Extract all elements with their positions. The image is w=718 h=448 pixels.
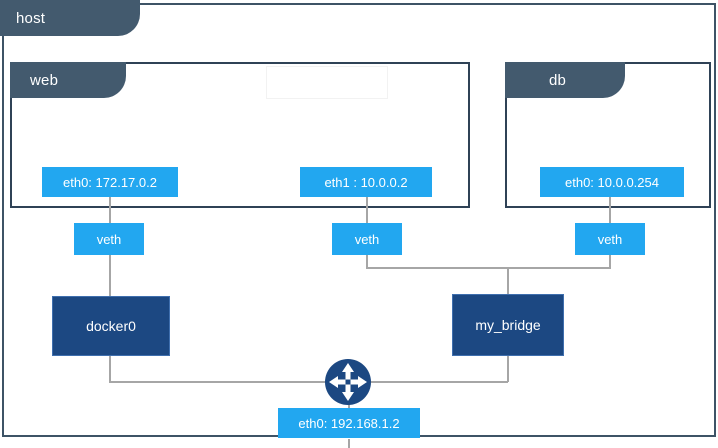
veth-label-1: veth (96, 231, 122, 247)
container-tab-db-label: db (549, 71, 567, 89)
container-tab-web-label: web (30, 71, 59, 89)
interface-node-eth1-web[interactable]: eth1 : 10.0.0.2 (300, 167, 432, 197)
bridge-label-docker0: docker0 (86, 318, 136, 334)
interface-node-eth0-web[interactable]: eth0: 172.17.0.2 (42, 167, 178, 197)
connector-veth1-docker0 (109, 255, 111, 296)
veth-label-3: veth (597, 231, 623, 247)
connector-eth0host-downlink (348, 439, 350, 448)
host-tab[interactable]: host (0, 0, 140, 36)
veth-label-2: veth (354, 231, 380, 247)
connector-docker0-bottombus (109, 356, 111, 382)
interface-node-eth0-db[interactable]: eth0: 10.0.0.254 (540, 167, 684, 197)
bridge-label-my-bridge: my_bridge (475, 317, 541, 333)
interface-label-eth0-web: eth0: 172.17.0.2 (63, 174, 157, 190)
connector-bus-down-mybridge (507, 267, 509, 295)
connector-mybridge-bottombus (507, 356, 509, 382)
connector-eth1web-veth2 (366, 197, 368, 223)
connector-veth2-bus (366, 255, 368, 269)
connector-eth0db-veth3 (609, 197, 611, 223)
router-icon[interactable] (324, 358, 372, 406)
container-tab-web[interactable]: web (10, 62, 126, 98)
web-placeholder-rect (266, 66, 388, 99)
connector-eth0web-veth1 (109, 197, 111, 223)
interface-label-eth0-host: eth0: 192.168.1.2 (298, 415, 400, 431)
interface-label-eth0-db: eth0: 10.0.0.254 (565, 174, 659, 190)
container-tab-db[interactable]: db (505, 62, 625, 98)
veth-node-1[interactable]: veth (74, 223, 144, 255)
interface-node-eth0-host[interactable]: eth0: 192.168.1.2 (278, 408, 420, 438)
bridge-node-my-bridge[interactable]: my_bridge (452, 294, 564, 356)
host-tab-label: host (16, 9, 46, 27)
bridge-node-docker0[interactable]: docker0 (52, 296, 170, 356)
interface-label-eth1-web: eth1 : 10.0.0.2 (324, 174, 408, 190)
veth-node-2[interactable]: veth (332, 223, 402, 255)
connector-bottom-bus (109, 381, 508, 383)
connector-veth3-bus (609, 255, 611, 269)
connector-bus-mybridge (366, 267, 611, 269)
veth-node-3[interactable]: veth (575, 223, 645, 255)
